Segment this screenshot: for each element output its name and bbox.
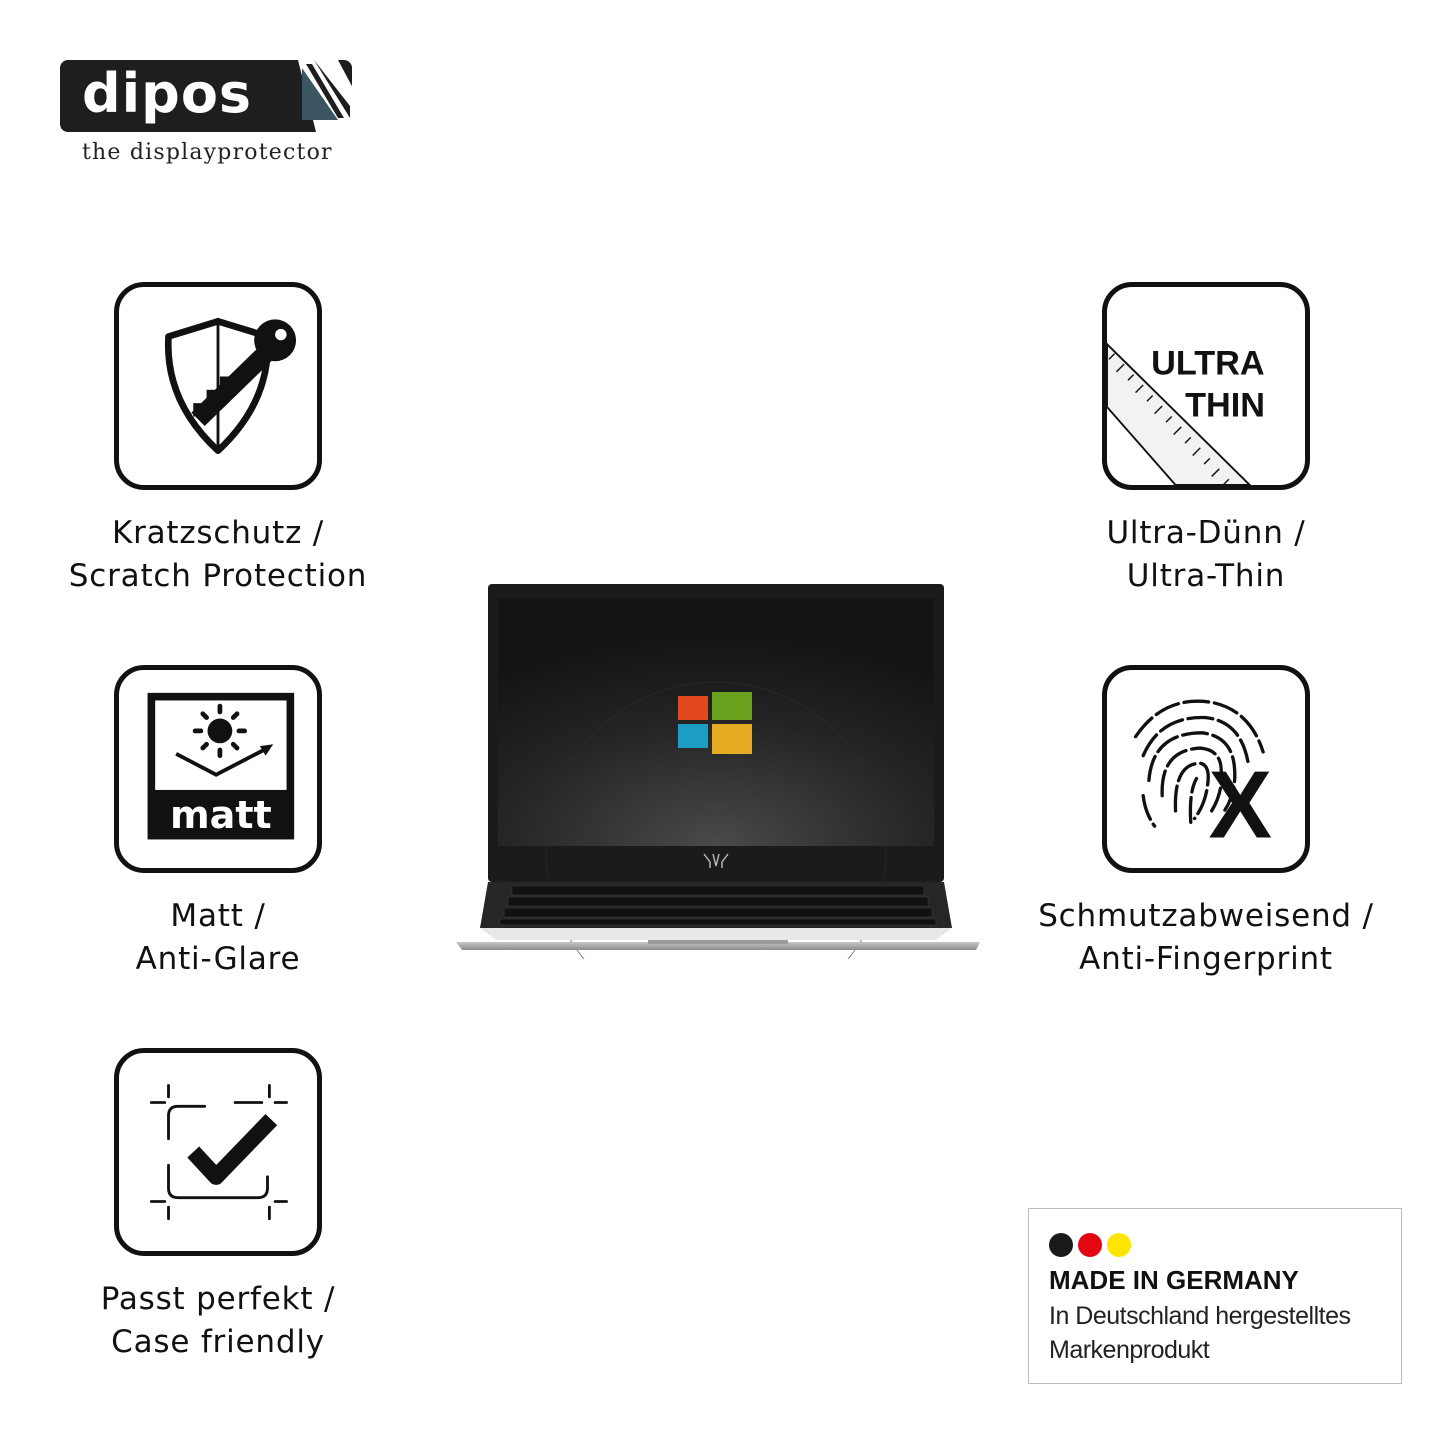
flag-dot-gold bbox=[1107, 1233, 1131, 1257]
feature-label: Schmutzabweisend / Anti-Fingerprint bbox=[1026, 895, 1386, 981]
badge-subtitle: In Deutschland hergestelltes Markenprodu… bbox=[1049, 1299, 1351, 1367]
flag-dot-black bbox=[1049, 1233, 1073, 1257]
windows-logo-icon bbox=[678, 692, 752, 754]
feature-icon-box: matt bbox=[114, 665, 322, 873]
feature-label: Kratzschutz / Scratch Protection bbox=[38, 512, 398, 598]
brand-logo: dipos the displayprotector bbox=[60, 60, 360, 175]
feature-label-line2: Scratch Protection bbox=[68, 558, 368, 594]
feature-label-line2: Anti-Fingerprint bbox=[1079, 941, 1333, 977]
feature-anti-fingerprint: X Schmutzabweisend / Anti-Fingerprint bbox=[1026, 665, 1386, 981]
logo-fold-icon bbox=[298, 60, 354, 132]
laptop-screen bbox=[498, 598, 934, 846]
feature-label: Passt perfekt / Case friendly bbox=[38, 1278, 398, 1364]
frame-check-icon bbox=[149, 1083, 288, 1221]
badge-subtitle-line2: Markenprodukt bbox=[1049, 1336, 1210, 1364]
feature-label: Ultra-Dünn / Ultra-Thin bbox=[1026, 512, 1386, 598]
x-mark-text: X bbox=[1209, 753, 1273, 859]
feature-label: Matt / Anti-Glare bbox=[38, 895, 398, 981]
badge-title: MADE IN GERMANY bbox=[1049, 1265, 1299, 1295]
feature-label-line2: Ultra-Thin bbox=[1126, 558, 1286, 594]
feature-label-line1: Ultra-Dünn / bbox=[1106, 515, 1306, 551]
feature-label-line2: Case friendly bbox=[111, 1324, 325, 1360]
badge-subtitle-line1: In Deutschland hergestelltes bbox=[1049, 1302, 1351, 1330]
german-flag-dots bbox=[1049, 1233, 1136, 1257]
shield-key-icon bbox=[164, 317, 297, 455]
flag-dot-red bbox=[1078, 1233, 1102, 1257]
laptop-image bbox=[456, 584, 980, 959]
made-in-germany-badge: MADE IN GERMANY In Deutschland hergestel… bbox=[1028, 1208, 1402, 1384]
feature-label-line1: Passt perfekt / bbox=[100, 1281, 336, 1317]
ultra-thin-icon: ULTRA THIN bbox=[1107, 342, 1265, 485]
feature-icon-box bbox=[114, 1048, 322, 1256]
fingerprint-x-icon: X bbox=[1133, 699, 1273, 859]
feature-case-friendly: Passt perfekt / Case friendly bbox=[38, 1048, 398, 1364]
feature-ultra-thin: ULTRA THIN Ultra-Dünn / Ultra-Thin bbox=[1026, 282, 1386, 598]
feature-anti-glare: matt Matt / Anti-Glare bbox=[38, 665, 398, 981]
matt-text: matt bbox=[170, 793, 272, 837]
brand-name: dipos bbox=[82, 62, 253, 125]
feature-icon-box bbox=[114, 282, 322, 490]
feature-icon-box: X bbox=[1102, 665, 1310, 873]
brand-tagline: the displayprotector bbox=[82, 140, 333, 165]
matt-sun-icon: matt bbox=[147, 692, 295, 840]
laptop-brand-emblem-icon bbox=[703, 853, 729, 868]
feature-label-line1: Kratzschutz / bbox=[111, 515, 325, 551]
feature-label-line2: Anti-Glare bbox=[135, 941, 301, 977]
ultra-text: ULTRA bbox=[1151, 345, 1265, 383]
feature-label-line1: Matt / bbox=[170, 898, 266, 934]
laptop-base bbox=[456, 942, 980, 950]
feature-label-line1: Schmutzabweisend / bbox=[1038, 898, 1374, 934]
feature-scratch-protection: Kratzschutz / Scratch Protection bbox=[38, 282, 398, 598]
thin-text: THIN bbox=[1185, 386, 1265, 424]
feature-icon-box: ULTRA THIN bbox=[1102, 282, 1310, 490]
